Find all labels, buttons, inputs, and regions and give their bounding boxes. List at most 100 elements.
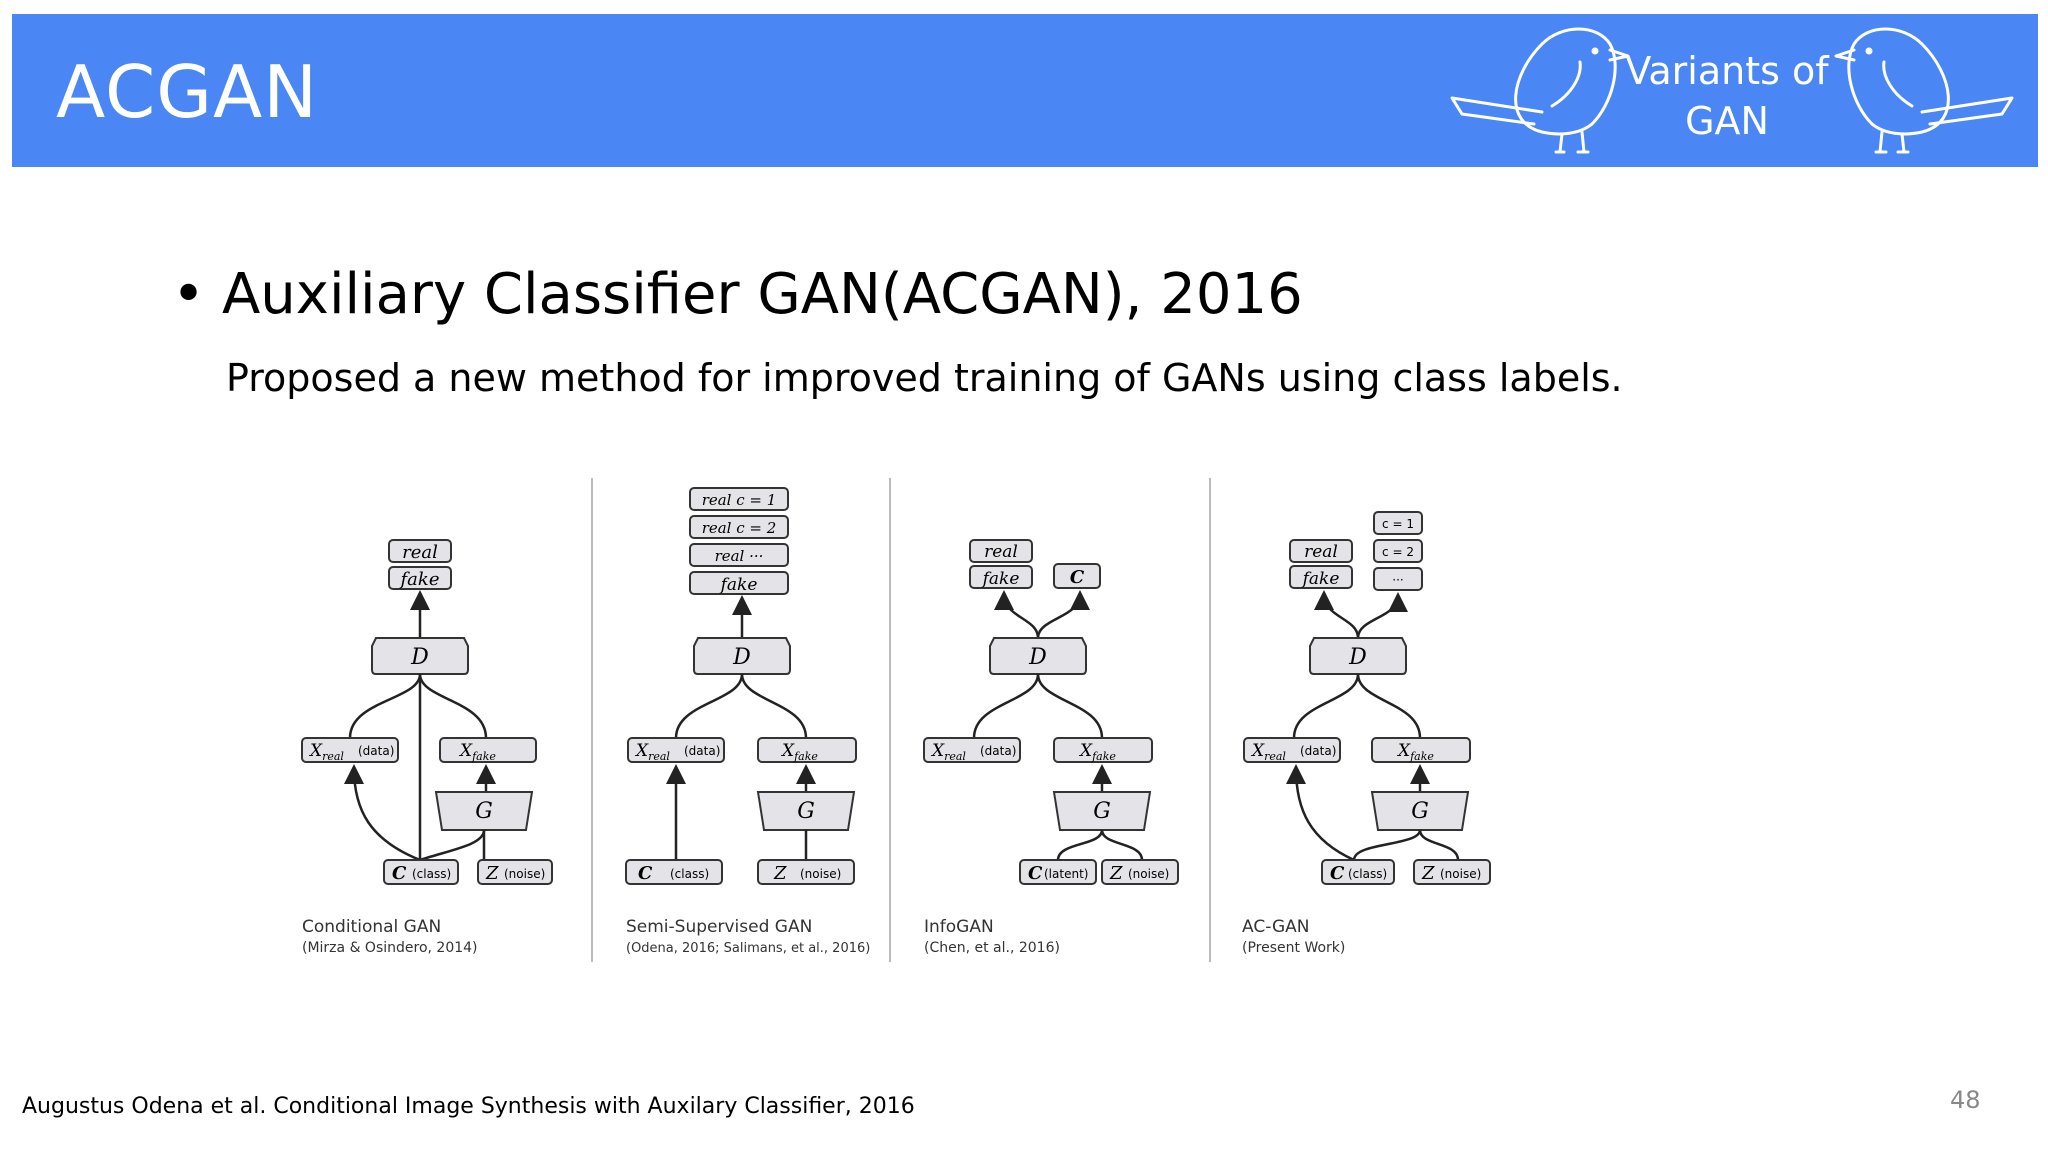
c-symbol: C [1330,863,1345,884]
z-label: (noise) [1128,867,1169,881]
c-class-box [1321,859,1395,885]
panel-semi-supervised-gan: real c = 1 real c = 2 real ··· fake D Xr… [625,487,870,956]
z-label: (noise) [1440,867,1481,881]
x-fake-box [1053,737,1153,763]
output-fake-box [969,565,1033,589]
bullet-point: •Auxiliary Classifier GAN(ACGAN), 2016 [172,262,1303,327]
generator-label: G [797,799,815,824]
architecture-diagram: real fake D Xreal (data) Xfake G C (clas… [301,478,1491,962]
c-label: (class) [1348,867,1387,881]
c-label: (latent) [1044,867,1088,881]
x-real-label: (data) [980,744,1016,758]
output-real-box [969,539,1033,563]
c-label: (class) [412,867,451,881]
output-real-box [1289,539,1353,563]
bird-icon [1450,27,1630,154]
generator-box [1370,791,1470,831]
x-fake-box [1371,737,1471,763]
description-text: Proposed a new method for improved train… [226,356,1623,400]
class-output-more: ··· [1392,573,1403,587]
z-noise-box [757,859,855,885]
c-label: (class) [670,867,709,881]
discriminator-label: D [1348,645,1367,670]
output-real: real [984,542,1018,562]
gan-architecture-figure: real fake D Xreal (data) Xfake G C (clas… [290,470,1530,970]
class-output-box [1373,511,1423,535]
z-symbol: Z [1421,863,1435,884]
class-output-c1: c = 1 [1382,517,1414,531]
x-real-box [923,737,1021,763]
z-symbol: Z [1109,863,1123,884]
generator-label: G [1411,799,1429,824]
panel-citation: (Present Work) [1242,940,1345,956]
page-number: 48 [1950,1086,1981,1114]
panel-infogan: real fake C D Xreal (data) Xfake G C (la… [923,539,1179,956]
latent-output-box [1053,563,1101,589]
bullet-text: Auxiliary Classifier GAN(ACGAN), 2016 [222,262,1303,327]
generator-box [1052,791,1152,831]
c-symbol: C [392,863,407,884]
output-box [689,571,789,595]
x-real-label: (data) [1300,744,1336,758]
output-real-c1: real c = 1 [702,491,777,509]
generator-box [434,791,534,831]
output-fake-box [1289,565,1353,589]
c-class-box [383,859,459,885]
panel-caption: Conditional GAN [302,917,441,937]
reference-citation: Augustus Odena et al. Conditional Image … [22,1094,915,1119]
output-real: real [1304,542,1338,562]
generator-box [756,791,856,831]
output-fake: fake [1301,569,1340,589]
discriminator-label: D [732,645,751,670]
x-real-box [301,737,399,763]
output-real: real [402,542,438,563]
discriminator-box [1309,637,1407,675]
c-class-box [625,859,723,885]
discriminator-box [371,637,469,675]
discriminator-box [989,637,1087,675]
panel-conditional-gan: real fake D Xreal (data) Xfake G C (clas… [301,539,553,956]
discriminator-box [693,637,791,675]
class-output-box [1373,539,1423,563]
x-real-label: (data) [358,744,394,758]
panel-caption: Semi-Supervised GAN [626,917,812,937]
x-fake-box [439,737,537,763]
z-label: (noise) [504,867,545,881]
panel-caption: AC-GAN [1242,917,1309,937]
c-latent-box [1019,859,1097,885]
class-output-box [1373,567,1423,591]
header-bar: ACGAN Variants of GAN [12,14,2038,167]
generator-label: G [1093,799,1111,824]
x-fake-box [757,737,857,763]
panel-citation: (Mirza & Osindero, 2014) [302,940,478,956]
z-noise-box [1101,859,1179,885]
output-fake: fake [719,575,758,595]
c-symbol: C [638,863,653,884]
output-real-c2: real c = 2 [702,519,777,537]
output-fake: fake [399,569,440,590]
z-symbol: Z [773,863,787,884]
bird-icon [1834,27,2014,154]
output-box [689,543,789,567]
panel-ac-gan: real fake c = 1 c = 2 ··· D Xreal (data)… [1242,511,1491,956]
discriminator-label: D [1028,645,1047,670]
panel-citation: (Chen, et al., 2016) [924,940,1060,956]
generator-label: G [475,799,493,824]
slide-title: ACGAN [56,50,319,134]
x-real-box [1243,737,1341,763]
output-fake-box [388,566,452,590]
panel-citation: (Odena, 2016; Salimans, et al., 2016) [626,941,870,956]
class-output-c2: c = 2 [1382,545,1414,559]
output-real-box [388,539,452,563]
latent-output: C [1070,567,1085,588]
z-symbol: Z [485,863,499,884]
output-box [689,487,789,511]
x-real-box [627,737,725,763]
z-label: (noise) [800,867,841,881]
discriminator-label: D [410,645,429,670]
z-noise-box [1413,859,1491,885]
panel-caption: InfoGAN [924,917,994,937]
badge-line-1: Variants of [1625,49,1829,93]
output-fake: fake [981,569,1020,589]
bird-decoration [1450,27,2014,154]
